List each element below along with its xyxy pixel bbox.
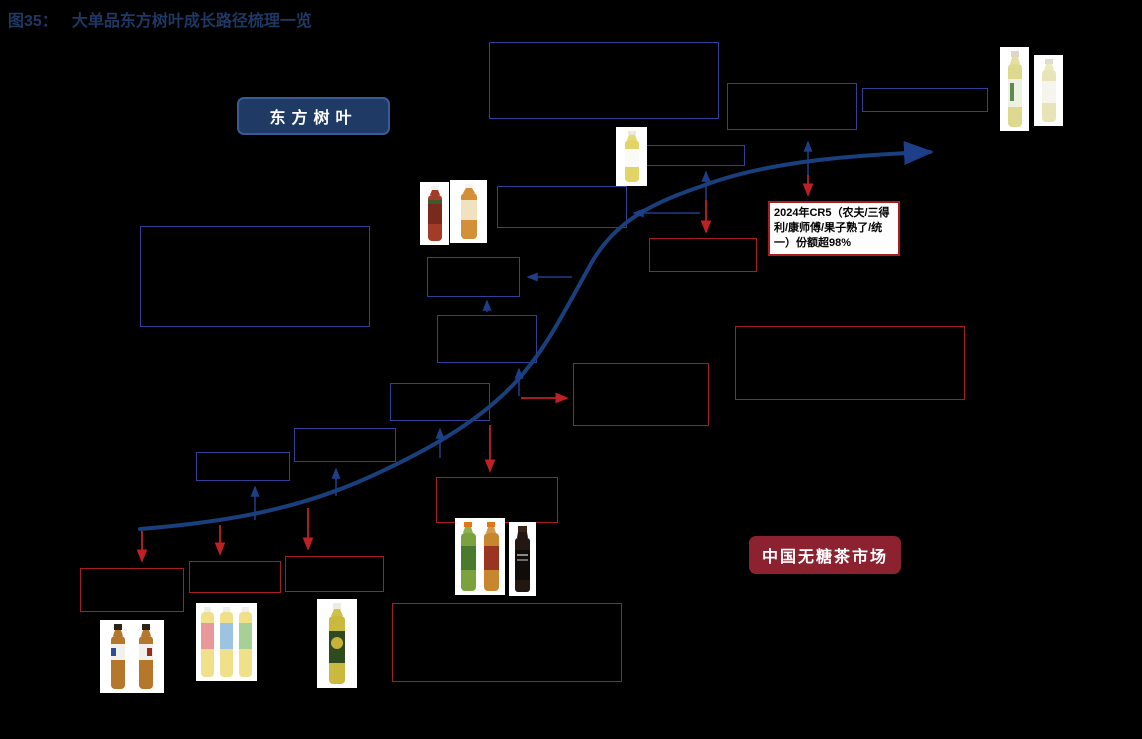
stage-box-milestone	[645, 145, 745, 166]
figure-title-text: 大单品东方树叶成长路径梳理一览	[71, 13, 312, 30]
stage-box-expansion	[497, 186, 627, 228]
tea-bottle-image-top-right-1	[1000, 47, 1029, 131]
stage-box-background	[140, 226, 370, 327]
stage-box-growth-3	[427, 257, 520, 297]
market-badge-label: 中国无糖茶市场	[761, 549, 888, 566]
tea-bottle-image-curve-mid	[616, 127, 647, 186]
tea-bottle-image-suntory-pair	[100, 620, 164, 693]
tea-bottle-image-green-single	[317, 599, 357, 688]
figure-title: 图35： 大单品东方树叶成长路径梳理一览	[8, 7, 312, 31]
tea-bottle-image-pair-green-oolong	[455, 518, 505, 595]
market-box-competitor-2	[189, 561, 281, 593]
market-box-summary	[392, 603, 622, 682]
stage-box-early-2	[294, 428, 396, 462]
cr5-annotation: 2024年CR5（农夫/三得利/康师傅/果子熟了/统一）份额超98%	[768, 201, 900, 256]
stage-box-launch	[489, 42, 719, 119]
market-badge: 中国无糖茶市场	[749, 536, 901, 574]
market-box-competitor-1	[80, 568, 184, 612]
tea-bottle-image-top-right-2	[1034, 55, 1063, 126]
figure-number: 图35：	[8, 13, 58, 30]
stage-box-growth-1	[390, 383, 490, 421]
brand-badge: 东方树叶	[237, 97, 390, 135]
market-box-event-1	[649, 238, 757, 272]
market-box-overview	[735, 326, 965, 400]
market-box-event-3	[436, 477, 558, 523]
stage-box-early-1	[196, 452, 290, 481]
tea-bottle-image-pastel-trio	[196, 603, 257, 681]
market-box-competitor-3	[285, 556, 384, 592]
stage-box-maturity-2	[862, 88, 988, 112]
brand-badge-label: 东方树叶	[269, 110, 358, 127]
stage-box-growth-2	[437, 315, 537, 363]
tea-bottle-image-oolong	[450, 180, 487, 243]
tea-bottle-image-dark-tea	[509, 522, 536, 596]
tea-bottle-image-redtea	[420, 182, 449, 245]
stage-box-maturity-1	[727, 83, 857, 130]
market-box-event-2	[573, 363, 709, 426]
